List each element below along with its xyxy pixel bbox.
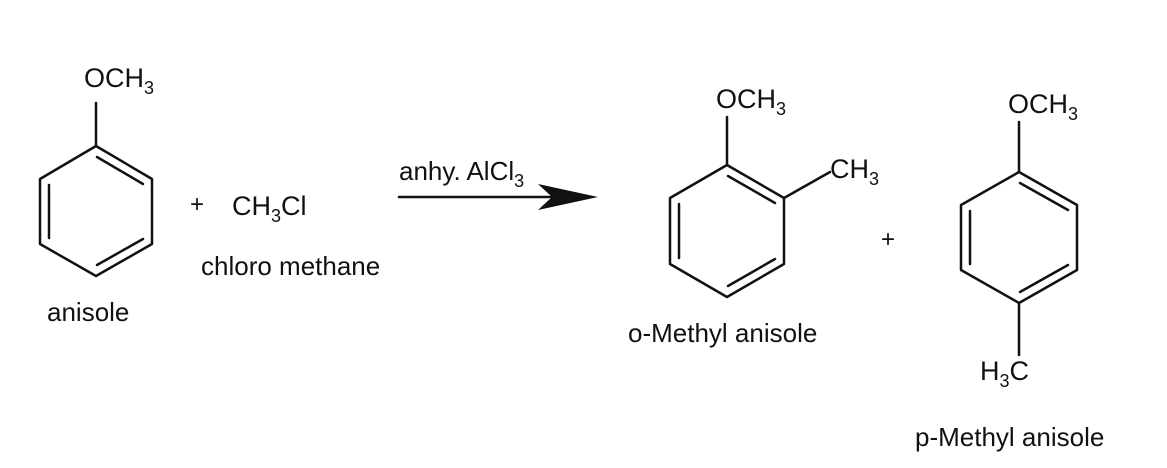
anisole-name: anisole: [47, 297, 129, 327]
para-ring: [959, 170, 1079, 305]
chloromethane-formula: CH3Cl: [232, 191, 307, 226]
p-methyl-anisole-structure: [959, 120, 1079, 357]
reagent-label: anhy. AlCl3: [399, 156, 524, 191]
anisole-ring: [38, 144, 154, 278]
anisole-structure: [38, 101, 154, 278]
o-methyl-anisole-structure: [668, 115, 832, 299]
ortho-double-bond-2: [726, 257, 777, 288]
reaction-arrow-head: [538, 184, 598, 210]
ortho-methyl-label: CH3: [830, 154, 879, 189]
ortho-ring: [668, 163, 786, 299]
para-methoxy-label: OCH3: [1008, 89, 1078, 124]
chloromethane-name: chloro methane: [201, 251, 380, 281]
o-methyl-anisole-name: o-Methyl anisole: [628, 318, 817, 348]
para-double-bond-1: [1018, 181, 1070, 212]
para-double-bond-2: [1018, 263, 1070, 294]
anisole-double-bond-2: [95, 237, 145, 267]
plus-sign-2: +: [881, 226, 895, 253]
ortho-methoxy-label: OCH3: [716, 84, 786, 119]
p-methyl-anisole-name: p-Methyl anisole: [915, 422, 1104, 452]
para-methyl-label: H3C: [980, 356, 1029, 391]
ortho-double-bond-1: [726, 174, 777, 205]
anisole-double-bond-1: [95, 155, 145, 186]
anisole-methoxy-label: OCH3: [84, 63, 154, 98]
ortho-methyl-bond: [782, 170, 832, 200]
plus-sign-1: +: [190, 191, 204, 218]
